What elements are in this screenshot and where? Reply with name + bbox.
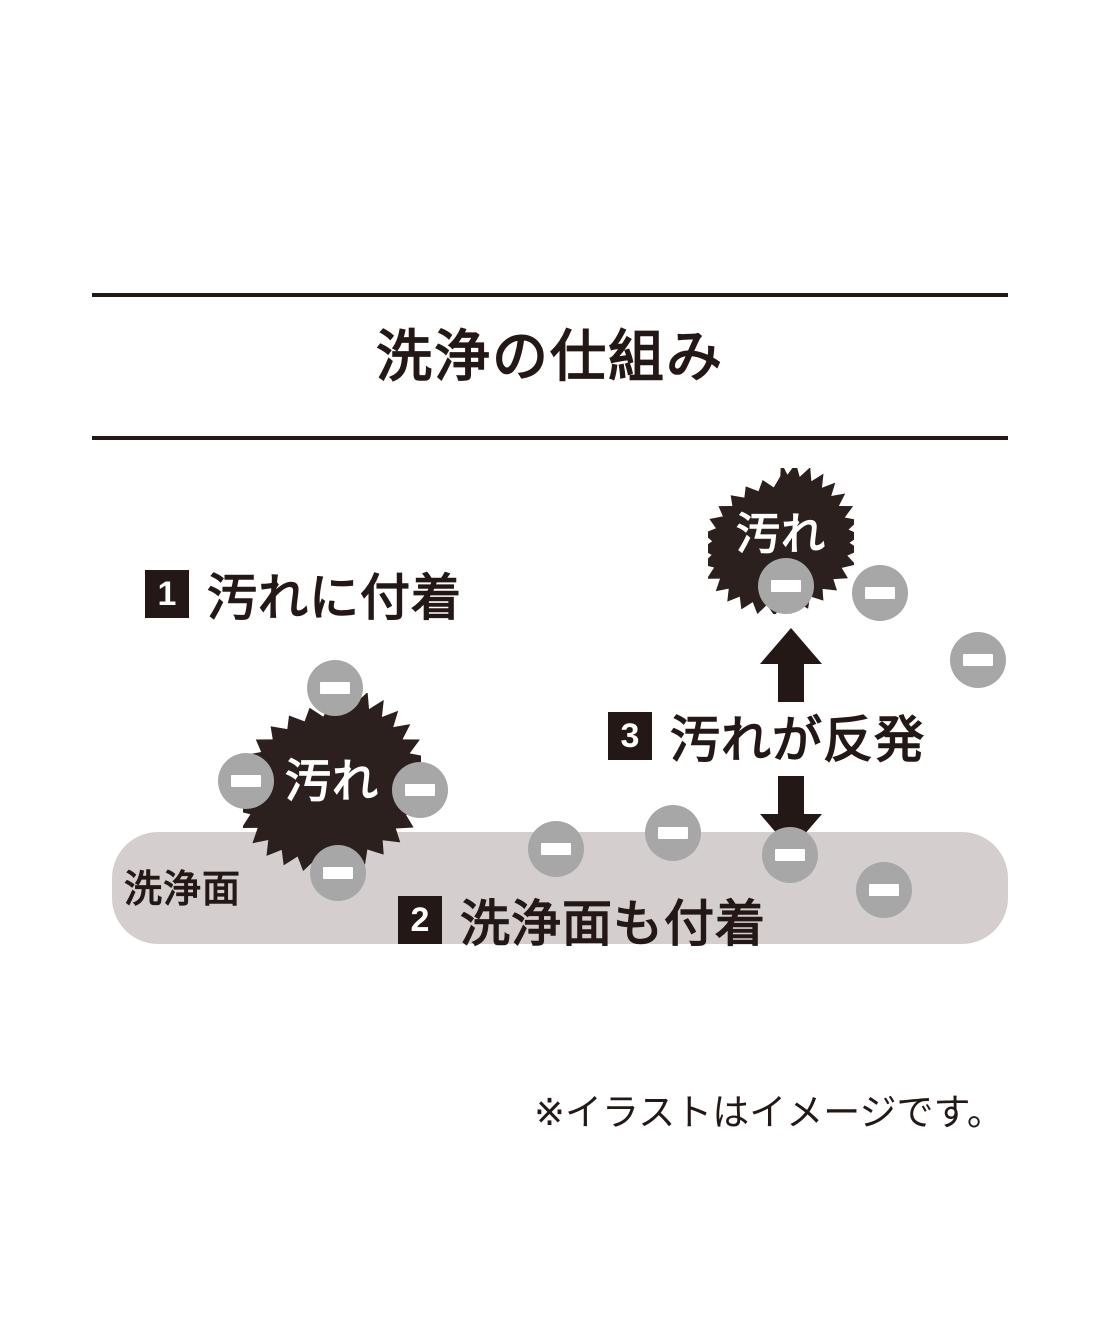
minus-circle-icon <box>218 753 274 809</box>
title-rule-bottom <box>92 436 1008 440</box>
step-3: 3 汚れが反発 <box>608 700 925 772</box>
footnote-text: ※イラストはイメージです。 <box>534 1092 1004 1133</box>
minus-bar <box>541 843 571 855</box>
minus-bar <box>775 849 805 861</box>
minus-bar <box>869 884 899 896</box>
minus-bar <box>658 827 688 839</box>
minus-bar <box>320 682 350 694</box>
step-2-label: 洗浄面も付着 <box>460 896 766 952</box>
cleaning-surface-label: 洗浄面 <box>124 869 242 911</box>
minus-bar <box>771 580 801 592</box>
minus-circle-icon <box>762 827 818 883</box>
starburst-icon <box>243 693 421 871</box>
step-1: 1 汚れに付着 <box>145 558 462 630</box>
minus-circle-icon <box>528 821 584 877</box>
minus-bar <box>231 775 261 787</box>
minus-circle-icon <box>852 565 908 621</box>
minus-circle-icon <box>856 862 912 918</box>
minus-bar <box>865 587 895 599</box>
step-1-label: 汚れに付着 <box>207 570 462 626</box>
minus-circle-icon <box>645 805 701 861</box>
step-3-badge: 3 <box>608 712 652 760</box>
minus-bar <box>323 867 353 879</box>
minus-circle-icon <box>307 660 363 716</box>
step-3-label: 汚れが反発 <box>670 712 925 768</box>
minus-circle-icon <box>758 558 814 614</box>
minus-circle-icon <box>310 845 366 901</box>
minus-circle-icon <box>392 762 448 818</box>
step-2: 2 洗浄面も付着 <box>398 884 766 956</box>
title-rule-top <box>92 293 1008 297</box>
minus-circle-icon <box>950 632 1006 688</box>
page-title: 洗浄の仕組み <box>376 325 724 388</box>
minus-bar <box>405 784 435 796</box>
starburst-icon <box>708 468 854 614</box>
arrow-up-icon <box>760 628 822 702</box>
step-1-badge: 1 <box>145 570 189 618</box>
minus-bar <box>963 654 993 666</box>
step-2-badge: 2 <box>398 896 442 944</box>
